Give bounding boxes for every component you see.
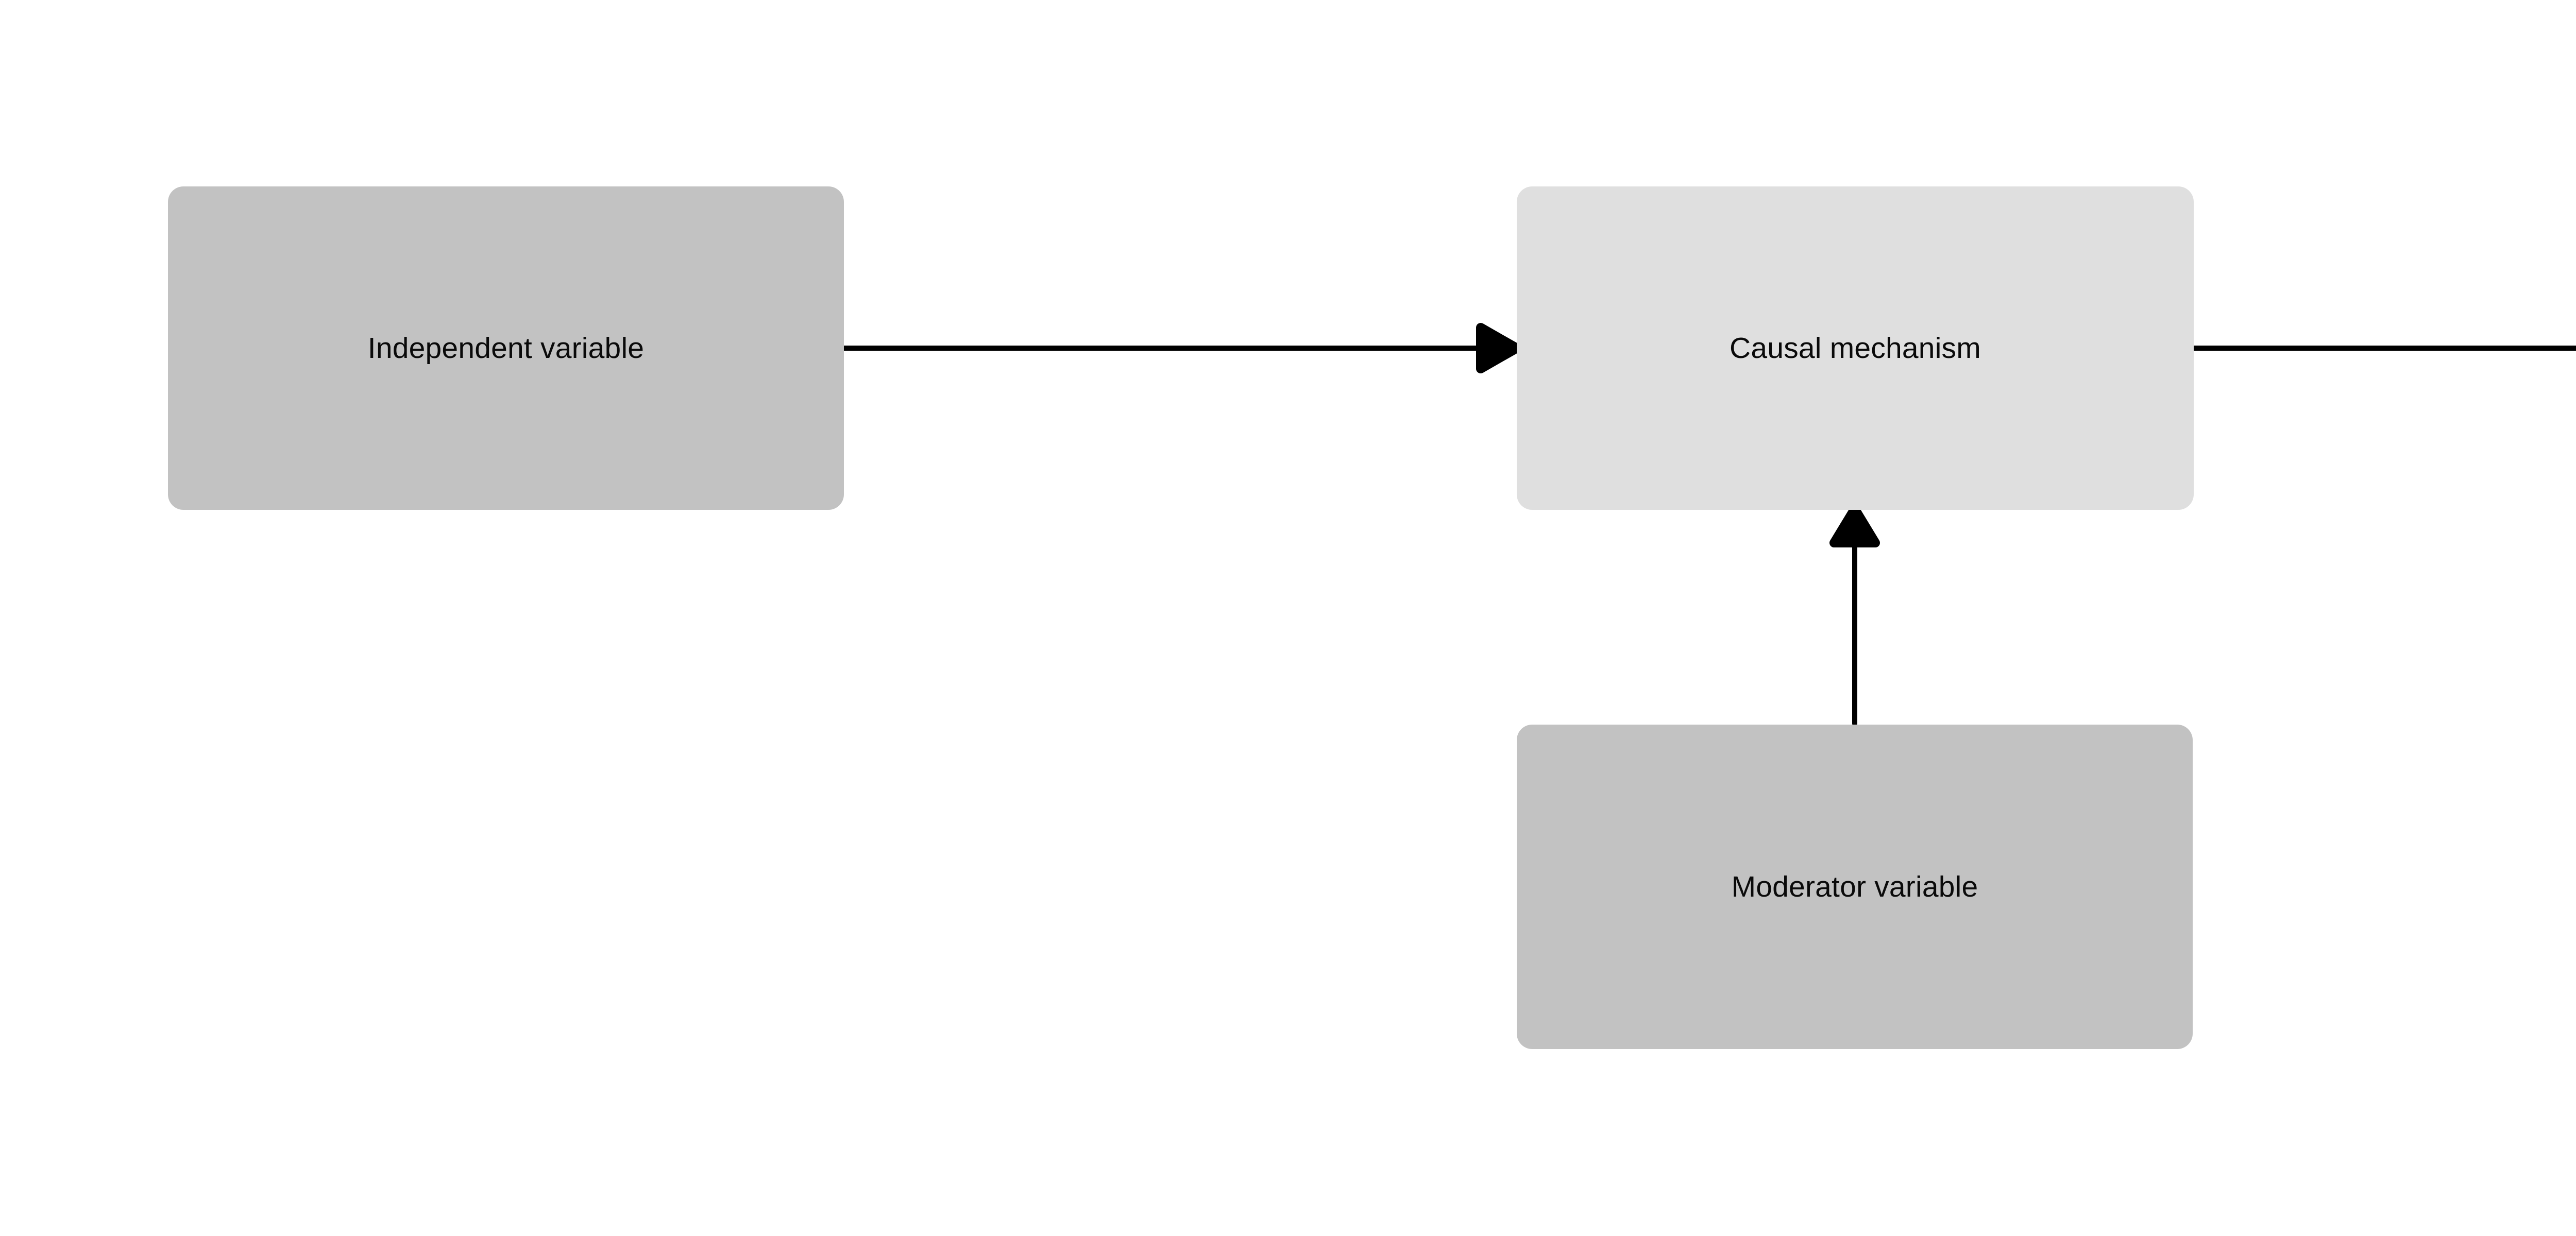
edge-causal-to-dependent xyxy=(2190,346,2576,351)
node-causal-mechanism-label: Causal mechanism xyxy=(1730,331,1981,365)
node-independent-variable[interactable]: Independent variable xyxy=(168,186,844,510)
node-causal-mechanism[interactable]: Causal mechanism xyxy=(1517,186,2194,510)
node-independent-variable-label: Independent variable xyxy=(367,331,645,365)
edge-independent-to-causal xyxy=(840,323,1521,373)
node-moderator-variable[interactable]: Moderator variable xyxy=(1517,725,2193,1049)
arrowhead-icon-independent-to-causal xyxy=(1476,323,1521,373)
arrowhead-icon-moderator-to-causal xyxy=(1829,504,1880,547)
edge-moderator-to-causal xyxy=(1829,504,1880,726)
node-moderator-variable-label: Moderator variable xyxy=(1731,870,1978,903)
